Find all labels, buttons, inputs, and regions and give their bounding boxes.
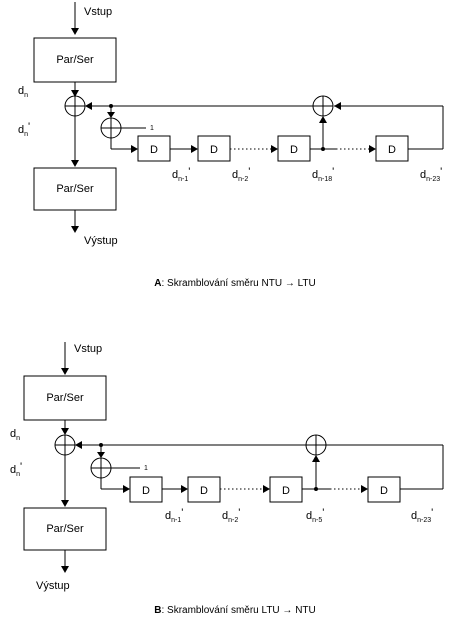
xor-main xyxy=(64,95,86,117)
tap-label-2: dn-2' xyxy=(232,166,250,183)
delay-2 xyxy=(197,135,231,162)
par-ser-block-top xyxy=(23,375,107,421)
delay-3-label: D xyxy=(282,485,290,497)
delay-3 xyxy=(277,135,311,162)
delay-2-label: D xyxy=(200,485,208,497)
input-label: Vstup xyxy=(74,343,102,355)
dn-prime-label: dn' xyxy=(10,461,22,478)
diagram-a: Vstup Par/Ser Par/Ser Výstup dn dn' xyxy=(18,2,444,289)
delay-4-label: D xyxy=(388,144,396,156)
delay-1 xyxy=(129,476,163,503)
diagram-b: Vstup Par/Ser Par/Ser Výstup dn dn' xyxy=(10,342,444,616)
delay-1 xyxy=(137,135,171,162)
input-label: Vstup xyxy=(84,6,112,18)
caption-b: B: Skramblování směru LTU → NTU xyxy=(154,605,316,616)
tap-label-4: dn-23' xyxy=(411,507,433,524)
dn-label: dn xyxy=(18,85,28,99)
caption-a: A: Skramblování směru NTU → LTU xyxy=(154,278,316,289)
xor-feedback-upper xyxy=(305,434,327,456)
tap-label-3: dn-5' xyxy=(306,507,324,524)
par-ser-label-bottom: Par/Ser xyxy=(46,523,84,535)
xor-small xyxy=(90,457,112,479)
delay-2 xyxy=(187,476,221,503)
tap-label-2: dn-2' xyxy=(222,507,240,524)
delay-4-label: D xyxy=(380,485,388,497)
output-label: Výstup xyxy=(36,580,70,592)
par-ser-label-top: Par/Ser xyxy=(46,392,84,404)
tap-label-1: dn-1' xyxy=(172,166,190,183)
output-label: Výstup xyxy=(84,235,118,247)
xor-small xyxy=(100,117,122,139)
dn-prime-label: dn' xyxy=(18,121,30,138)
constant-one: 1 xyxy=(150,125,154,132)
delay-1-label: D xyxy=(142,485,150,497)
delay-4 xyxy=(375,135,409,162)
tap-label-4: dn-23' xyxy=(420,166,442,183)
delay-3 xyxy=(269,476,303,503)
delay-2-label: D xyxy=(210,144,218,156)
tap-label-1: dn-1' xyxy=(165,507,183,524)
delay-1-label: D xyxy=(150,144,158,156)
par-ser-label-bottom: Par/Ser xyxy=(56,183,94,195)
tap-label-3: dn-18' xyxy=(312,166,334,183)
xor-main xyxy=(54,434,76,456)
delay-4 xyxy=(367,476,401,503)
par-ser-label-top: Par/Ser xyxy=(56,54,94,66)
par-ser-block-bottom xyxy=(23,507,107,551)
dn-label: dn xyxy=(10,428,20,442)
constant-one: 1 xyxy=(144,465,148,472)
xor-feedback-upper xyxy=(312,95,334,117)
delay-3-label: D xyxy=(290,144,298,156)
